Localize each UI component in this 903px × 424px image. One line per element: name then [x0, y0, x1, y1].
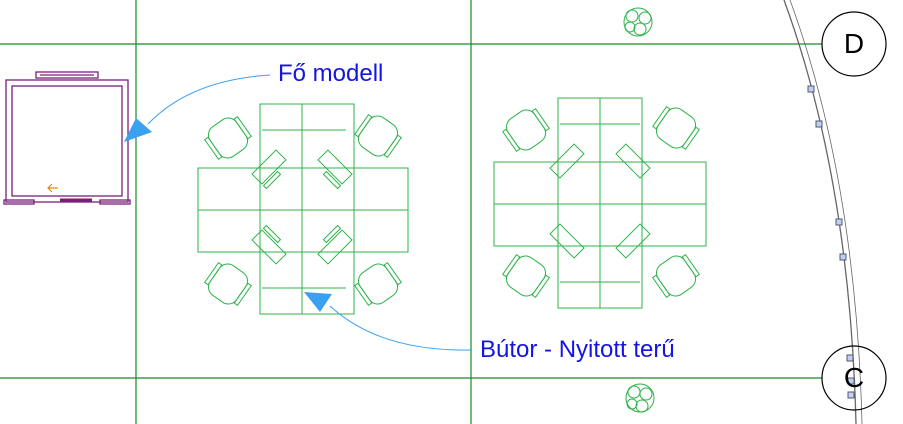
curved-wall	[783, 0, 863, 424]
main-model-label: Fő modell	[278, 60, 384, 87]
plant-bottom	[625, 383, 655, 413]
workstation-cluster-right	[493, 97, 707, 309]
workstation-cluster-left	[197, 103, 409, 315]
furniture-label: Bútor - Nyitott terű	[480, 336, 675, 363]
plant-top	[623, 7, 653, 37]
main-model-room	[3, 71, 131, 205]
callout-arrow-furniture	[304, 292, 473, 351]
grid-bubble-d-label: D	[843, 28, 865, 59]
grid-bubble-c-label: C	[843, 362, 865, 393]
grid-bubble-c	[821, 345, 887, 411]
grid-bubble-d	[821, 11, 887, 77]
callout-arrow-main-model	[124, 74, 271, 142]
grid-lines	[0, 0, 822, 424]
